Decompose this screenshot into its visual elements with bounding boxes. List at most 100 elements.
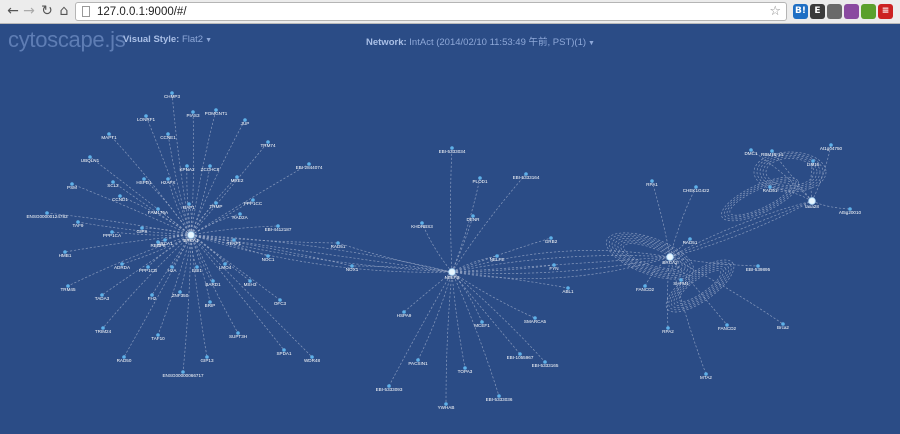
graph-node[interactable] — [146, 265, 150, 269]
graph-node[interactable] — [214, 108, 218, 112]
graph-node[interactable] — [666, 326, 670, 330]
graph-node[interactable] — [185, 164, 189, 168]
graph-node[interactable] — [478, 176, 482, 180]
back-arrow-icon[interactable]: ← — [7, 3, 19, 19]
graph-node[interactable] — [195, 265, 199, 269]
graph-node[interactable] — [650, 179, 654, 183]
home-icon[interactable]: ⌂ — [59, 3, 69, 19]
graph-node[interactable] — [566, 286, 570, 290]
graph-node[interactable] — [248, 279, 252, 283]
forward-arrow-icon[interactable]: → — [23, 3, 35, 19]
graph-node[interactable] — [350, 264, 354, 268]
graph-node[interactable] — [170, 91, 174, 95]
graph-node[interactable] — [688, 237, 692, 241]
graph-node[interactable] — [336, 241, 340, 245]
graph-node[interactable] — [236, 331, 240, 335]
graph-node[interactable] — [156, 207, 160, 211]
graph-node[interactable] — [497, 394, 501, 398]
graph-node[interactable] — [549, 236, 553, 240]
graph-node[interactable] — [170, 265, 174, 269]
graph-node[interactable] — [238, 212, 242, 216]
graph-node[interactable] — [166, 132, 170, 136]
graph-node[interactable] — [110, 230, 114, 234]
graph-node[interactable] — [552, 263, 556, 267]
graph-node[interactable] — [463, 366, 467, 370]
graph-node[interactable] — [811, 159, 815, 163]
graph-node[interactable] — [205, 355, 209, 359]
graph-node[interactable] — [156, 240, 160, 244]
graph-node[interactable] — [282, 348, 286, 352]
graph-node[interactable] — [756, 264, 760, 268]
graph-node[interactable] — [694, 185, 698, 189]
star-icon[interactable]: ☆ — [769, 4, 781, 19]
graph-node[interactable] — [88, 155, 92, 159]
graph-node[interactable] — [450, 146, 454, 150]
graph-node[interactable] — [66, 284, 70, 288]
graph-node[interactable] — [120, 262, 124, 266]
graph-node[interactable] — [829, 143, 833, 147]
graph-node[interactable] — [163, 238, 167, 242]
hub-node[interactable] — [448, 268, 456, 276]
graph-node[interactable] — [122, 355, 126, 359]
graph-node[interactable] — [848, 207, 852, 211]
graph-node[interactable] — [107, 132, 111, 136]
graph-node[interactable] — [310, 355, 314, 359]
graph-node[interactable] — [144, 114, 148, 118]
reload-icon[interactable]: ↻ — [41, 3, 53, 19]
graph-node[interactable] — [533, 316, 537, 320]
graph-node[interactable] — [118, 194, 122, 198]
evernote-icon[interactable]: E — [810, 4, 825, 19]
graph-node[interactable] — [387, 384, 391, 388]
graph-node[interactable] — [156, 333, 160, 337]
graph-node[interactable] — [140, 226, 144, 230]
graph-node[interactable] — [235, 175, 239, 179]
graph-node[interactable] — [278, 298, 282, 302]
slack-icon[interactable] — [844, 4, 859, 19]
graph-node[interactable] — [208, 164, 212, 168]
graph-node[interactable] — [480, 320, 484, 324]
graph-node[interactable] — [101, 326, 105, 330]
graph-node[interactable] — [471, 214, 475, 218]
graph-node[interactable] — [45, 211, 49, 215]
graph-node[interactable] — [100, 293, 104, 297]
graph-node[interactable] — [444, 402, 448, 406]
graph-node[interactable] — [76, 220, 80, 224]
hub-node[interactable] — [808, 197, 816, 205]
graph-node[interactable] — [781, 322, 785, 326]
graph-node[interactable] — [181, 370, 185, 374]
hatena-bookmark-icon[interactable]: B! — [793, 4, 808, 19]
graph-node[interactable] — [214, 201, 218, 205]
graph-node[interactable] — [725, 323, 729, 327]
graph-node[interactable] — [243, 118, 247, 122]
graph-node[interactable] — [770, 149, 774, 153]
graph-node[interactable] — [543, 360, 547, 364]
graph-node[interactable] — [402, 310, 406, 314]
network-menu[interactable]: Network: IntAct (2014/02/10 11:53:49 午前,… — [366, 34, 595, 48]
graph-node[interactable] — [232, 238, 236, 242]
graph-node[interactable] — [495, 254, 499, 258]
puzzle-icon[interactable] — [827, 4, 842, 19]
graph-node[interactable] — [208, 300, 212, 304]
visual-style-menu[interactable]: Visual Style: Flat2▼ — [123, 34, 212, 45]
menu-icon[interactable]: ≡ — [878, 4, 893, 19]
graph-node[interactable] — [307, 162, 311, 166]
chrome-apps-icon[interactable] — [861, 4, 876, 19]
graph-node[interactable] — [166, 177, 170, 181]
graph-node[interactable] — [211, 279, 215, 283]
graph-node[interactable] — [749, 148, 753, 152]
graph-node[interactable] — [704, 372, 708, 376]
graph-node[interactable] — [223, 262, 227, 266]
graph-node[interactable] — [187, 202, 191, 206]
graph-node[interactable] — [142, 177, 146, 181]
address-bar[interactable]: 127.0.0.1:9000/#/ ☆ — [75, 2, 787, 21]
graph-node[interactable] — [70, 182, 74, 186]
graph-node[interactable] — [420, 221, 424, 225]
graph-node[interactable] — [251, 198, 255, 202]
graph-node[interactable] — [643, 284, 647, 288]
graph-node[interactable] — [679, 278, 683, 282]
graph-node[interactable] — [111, 180, 115, 184]
graph-node[interactable] — [524, 172, 528, 176]
hub-node[interactable] — [666, 253, 674, 261]
hub-node[interactable] — [187, 231, 195, 239]
